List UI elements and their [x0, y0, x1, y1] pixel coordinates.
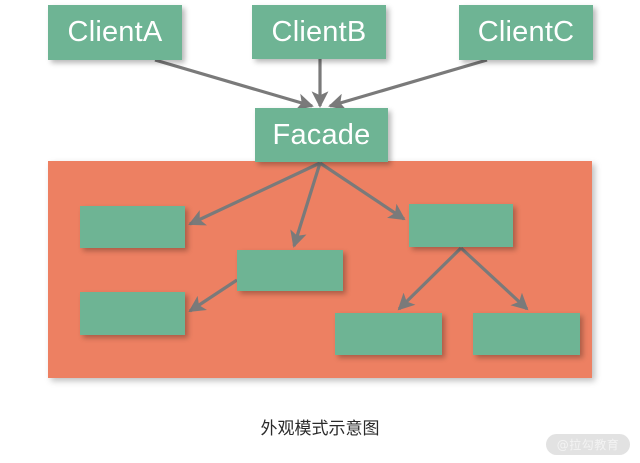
- client-node-a[interactable]: ClientA: [48, 5, 182, 60]
- clienta-to-facade: [154, 58, 314, 110]
- facade-to-subsystem-1: [188, 161, 321, 226]
- subsystem-node-5[interactable]: [335, 313, 442, 355]
- subsystem-node-4[interactable]: [80, 292, 185, 335]
- subsystem-2-to-subsystem-6: [459, 246, 529, 311]
- subsystem-node-1[interactable]: [80, 206, 185, 248]
- clientc-to-facade: [328, 58, 488, 110]
- subsystem-node-2[interactable]: [409, 204, 513, 247]
- subsystem-3-to-subsystem-4: [188, 278, 238, 313]
- client-node-a-label: ClientA: [67, 16, 163, 48]
- facade-to-subsystem-2: [319, 161, 406, 221]
- facade-node-label: Facade: [272, 118, 371, 151]
- facade-node[interactable]: Facade: [255, 108, 388, 162]
- client-node-c[interactable]: ClientC: [459, 5, 593, 60]
- client-node-b-label: ClientB: [271, 15, 367, 48]
- watermark-badge: @拉勾教育: [546, 434, 630, 455]
- subsystem-node-6[interactable]: [473, 313, 580, 355]
- subsystem-2-to-subsystem-5: [397, 246, 463, 311]
- arrow-group: [154, 58, 529, 313]
- subsystem-node-3[interactable]: [237, 250, 343, 291]
- facade-to-subsystem-3: [290, 162, 322, 248]
- client-node-b[interactable]: ClientB: [252, 5, 386, 59]
- diagram-caption: 外观模式示意图: [260, 419, 380, 439]
- client-node-c-label: ClientC: [477, 16, 575, 48]
